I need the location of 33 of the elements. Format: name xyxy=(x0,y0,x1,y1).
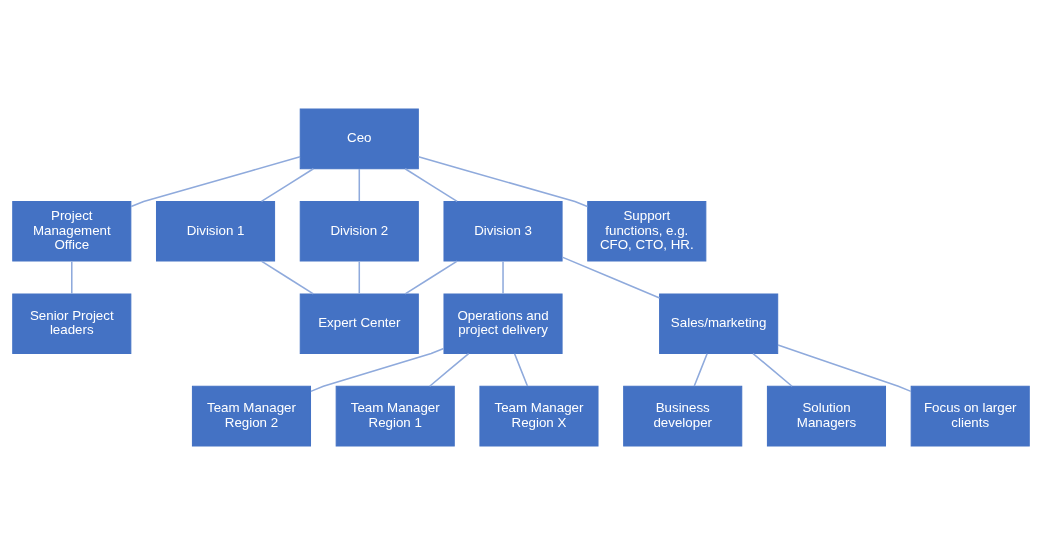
node-box: Project Management Office xyxy=(12,200,132,262)
node-box: Business developer xyxy=(623,385,743,446)
connector xyxy=(358,167,361,202)
connector xyxy=(502,260,504,294)
connector xyxy=(404,259,458,295)
connector xyxy=(404,167,458,202)
node-box: Division 2 xyxy=(299,200,419,262)
connector xyxy=(752,352,793,387)
node-box: Team Manager Region 1 xyxy=(335,385,455,446)
connector xyxy=(428,352,470,387)
connector xyxy=(777,343,912,392)
node-box: Ceo xyxy=(299,108,419,169)
connector xyxy=(260,167,315,202)
node-box: Sales/marketing xyxy=(659,292,779,354)
connector xyxy=(260,259,315,295)
node-box: Team Manager Region 2 xyxy=(191,385,312,446)
connector xyxy=(513,352,529,387)
connector xyxy=(693,352,708,387)
node-box: Senior Project leaders xyxy=(12,292,132,354)
node-box: Expert Center xyxy=(299,292,419,354)
node-box: Division 1 xyxy=(155,200,276,262)
connector xyxy=(71,260,73,294)
connector xyxy=(130,155,301,207)
connector xyxy=(310,347,445,392)
node-box: Division 3 xyxy=(443,200,563,262)
node-box: Support functions, e.g. CFO, CTO, HR. xyxy=(587,200,707,262)
node-box: Team Manager Region X xyxy=(479,385,599,446)
node-box: Solution Managers xyxy=(766,385,887,446)
connector xyxy=(417,155,589,207)
connector xyxy=(358,260,361,294)
connector xyxy=(561,255,661,299)
node-box: Operations and project delivery xyxy=(443,292,563,354)
node-box: Focus on larger clients xyxy=(910,385,1030,446)
